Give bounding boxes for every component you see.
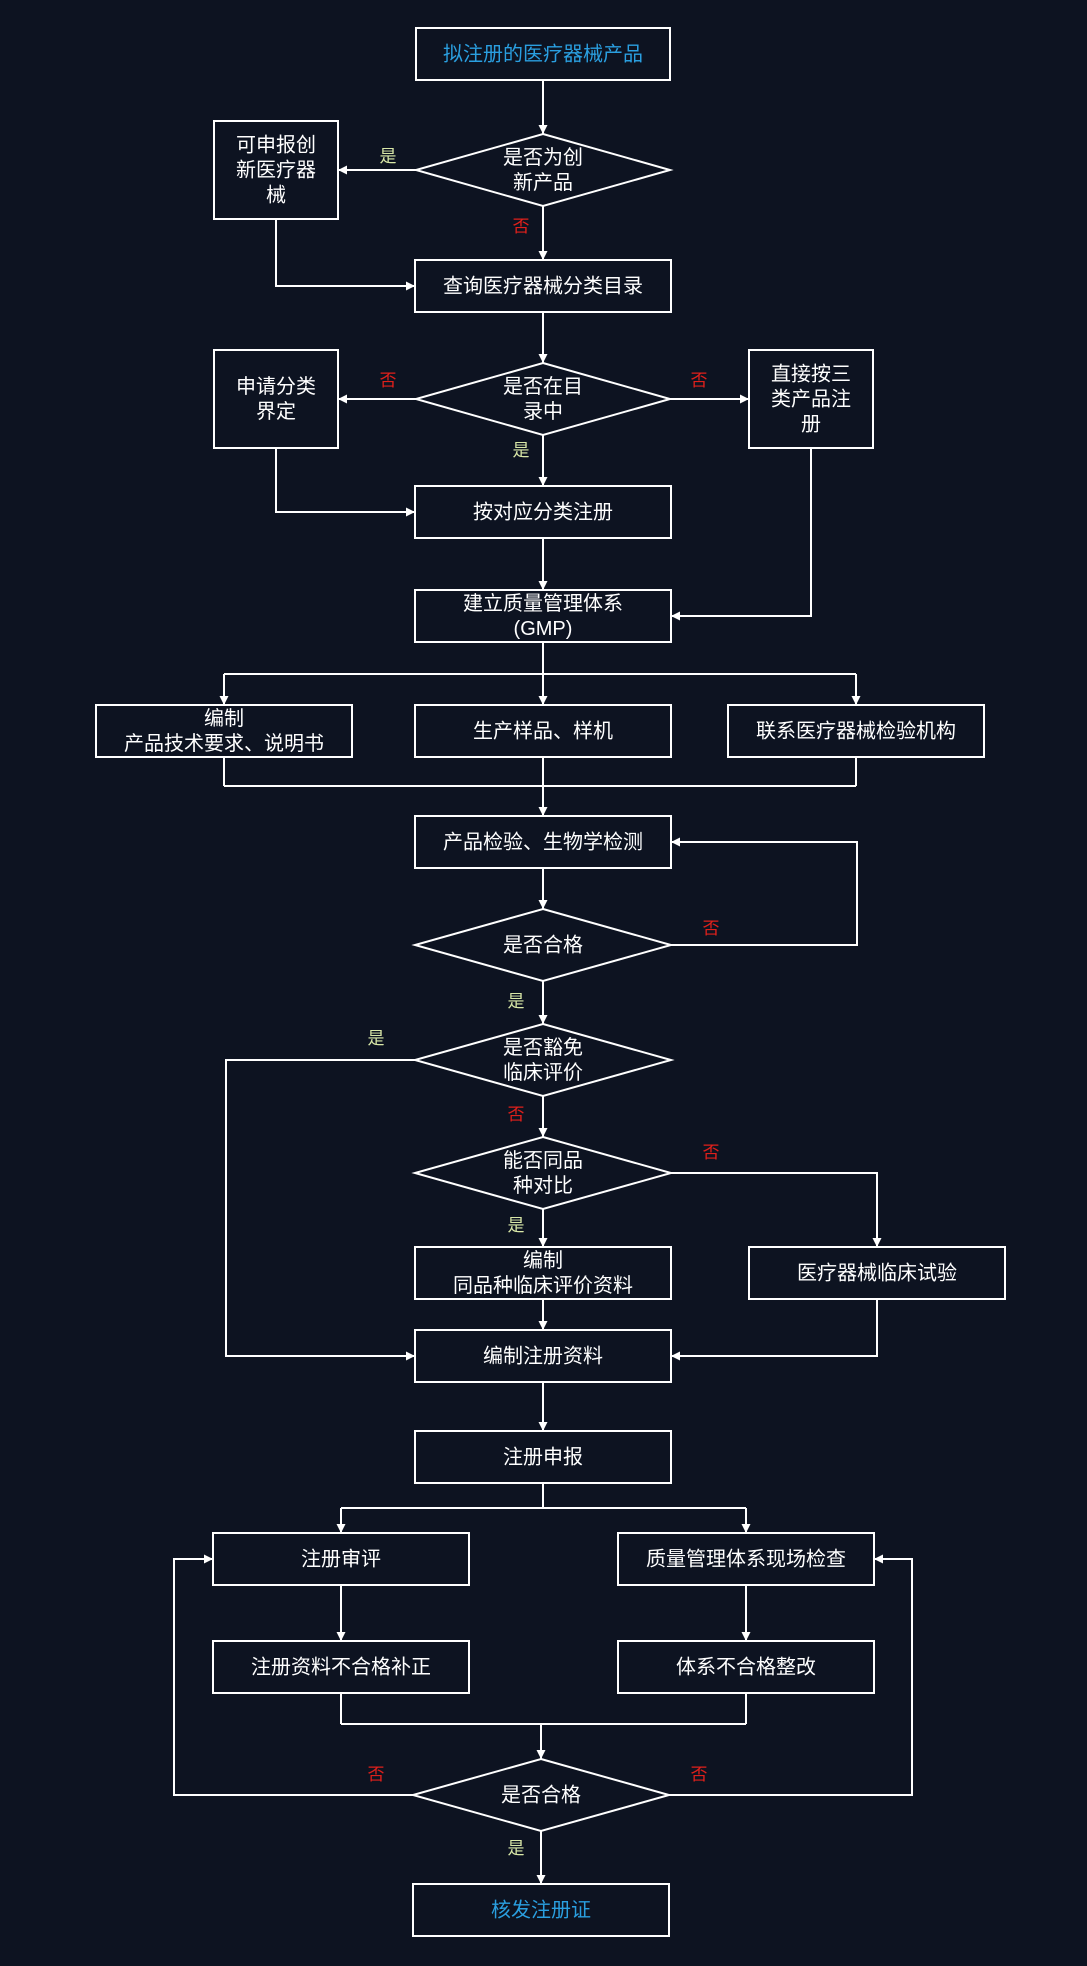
node-review-text: 注册审评 xyxy=(301,1547,381,1570)
edge-q-final-no-right xyxy=(669,1554,913,1796)
edge-q-final-no-left xyxy=(173,1554,413,1796)
node-q_in_catalog-diamond xyxy=(412,361,674,437)
branch-label-exempt-no: 否 xyxy=(508,1105,525,1125)
node-equivalent_eval-box xyxy=(414,1246,672,1300)
node-qms-text: 建立质量管理体系 xyxy=(463,592,623,615)
node-register_class3-text: 类产品注 xyxy=(771,387,851,410)
node-compile_docs-text: 编制注册资料 xyxy=(483,1344,603,1367)
node-rectify-text: 体系不合格整改 xyxy=(676,1655,816,1678)
node-start-box xyxy=(415,27,671,81)
node-product_test-text: 产品检验、生物学检测 xyxy=(443,830,643,853)
node-equivalent_eval-text: 编制 xyxy=(523,1249,563,1272)
branch-label-equivalent-yes: 是 xyxy=(508,1216,525,1236)
node-certificate-text: 核发注册证 xyxy=(491,1898,591,1921)
node-produce_samples-text: 生产样品、样机 xyxy=(473,719,613,742)
edge-classification-to-register xyxy=(275,448,415,517)
node-q_pass_test-diamond xyxy=(411,907,675,983)
node-apply_classification-text: 申请分类 xyxy=(236,375,316,398)
node-qms-text: (GMP) xyxy=(514,618,573,640)
node-q_exempt-diamond xyxy=(411,1022,675,1098)
node-innovative_apply-text: 可申报创 xyxy=(236,133,316,156)
edge-trial-to-compile xyxy=(671,1299,878,1361)
node-register_by_class-box xyxy=(414,485,672,539)
node-produce_samples-box xyxy=(414,704,672,758)
node-q_equivalent-text: 能否同品 xyxy=(503,1149,583,1172)
branch-label-catalog-no-right: 否 xyxy=(691,371,708,391)
node-q_innovative-diamond xyxy=(412,132,674,208)
node-supplement-text: 注册资料不合格补正 xyxy=(251,1655,431,1678)
node-product_test-box xyxy=(414,815,672,869)
node-inspection-text: 质量管理体系现场检查 xyxy=(646,1547,846,1570)
branch-label-innovative-yes: 是 xyxy=(380,147,397,167)
node-apply_classification-text: 界定 xyxy=(256,400,296,423)
branch-label-test-yes: 是 xyxy=(508,992,525,1012)
node-innovative_apply-box xyxy=(213,120,339,220)
node-innovative_apply-text: 械 xyxy=(266,183,286,206)
node-q_innovative-text: 是否为创 xyxy=(503,146,583,169)
node-innovative_apply-text: 新医疗器 xyxy=(236,158,316,181)
node-q_in_catalog-text: 录中 xyxy=(523,400,563,423)
node-contact_lab-text: 联系医疗器械检验机构 xyxy=(756,719,956,742)
branch-label-equivalent-no: 否 xyxy=(703,1143,720,1163)
branch-labels: 是否否否是否是是否否是否否是 xyxy=(368,147,720,1859)
node-register_class3-text: 册 xyxy=(801,413,821,435)
node-q_equivalent-text: 种对比 xyxy=(513,1174,573,1197)
branch-label-test-no: 否 xyxy=(703,919,720,939)
edge-q-exempt-yes xyxy=(225,1059,415,1361)
branch-label-final-no-right: 否 xyxy=(691,1765,708,1785)
branch-label-catalog-no-left: 否 xyxy=(380,371,397,391)
branch-label-catalog-yes: 是 xyxy=(513,441,530,461)
branch-label-innovative-no: 否 xyxy=(513,217,530,237)
node-clinical_trial-box xyxy=(748,1246,1006,1300)
node-submit-box xyxy=(414,1430,672,1484)
node-query_catalog-text: 查询医疗器械分类目录 xyxy=(443,274,643,297)
node-rectify-box xyxy=(617,1640,875,1694)
node-submit-text: 注册申报 xyxy=(503,1445,583,1468)
node-register_class3-text: 直接按三 xyxy=(771,362,851,385)
node-register_by_class-text: 按对应分类注册 xyxy=(473,500,613,523)
node-compile_docs-box xyxy=(414,1329,672,1383)
node-apply_classification-box xyxy=(213,349,339,449)
node-certificate-box xyxy=(412,1883,670,1937)
node-q_pass_test-text: 是否合格 xyxy=(503,933,583,956)
node-start-text: 拟注册的医疗器械产品 xyxy=(443,42,643,65)
node-supplement-box xyxy=(212,1640,470,1694)
edge-class3-to-qms xyxy=(671,448,812,621)
node-q_in_catalog-text: 是否在目 xyxy=(503,375,583,398)
node-q_innovative-text: 新产品 xyxy=(513,171,573,194)
node-inspection-box xyxy=(617,1532,875,1586)
node-tech_requirements-text: 编制 xyxy=(204,707,244,730)
node-query_catalog-box xyxy=(414,259,672,313)
node-q_equivalent-diamond xyxy=(411,1135,675,1211)
edge-q-pass-no-loop xyxy=(671,837,858,946)
node-tech_requirements-text: 产品技术要求、说明书 xyxy=(124,732,324,755)
node-qms-box xyxy=(414,589,672,643)
node-clinical_trial-text: 医疗器械临床试验 xyxy=(797,1261,957,1284)
node-q_pass_final-diamond xyxy=(409,1757,673,1833)
edge-innovative-to-query xyxy=(275,219,415,291)
node-q_exempt-text: 是否豁免 xyxy=(503,1036,583,1059)
node-review-box xyxy=(212,1532,470,1586)
node-q_pass_final-text: 是否合格 xyxy=(501,1783,581,1806)
nodes xyxy=(95,27,1006,1937)
branch-label-exempt-yes: 是 xyxy=(368,1029,385,1049)
branch-label-final-yes: 是 xyxy=(508,1839,525,1859)
connectors xyxy=(173,80,913,1884)
node-contact_lab-box xyxy=(727,704,985,758)
branch-label-final-no-left: 否 xyxy=(368,1765,385,1785)
node-register_class3-box xyxy=(748,349,874,449)
edge-q-equivalent-no xyxy=(671,1172,882,1247)
node-q_exempt-text: 临床评价 xyxy=(503,1061,583,1084)
node-equivalent_eval-text: 同品种临床评价资料 xyxy=(453,1274,633,1297)
node-tech_requirements-box xyxy=(95,704,353,758)
